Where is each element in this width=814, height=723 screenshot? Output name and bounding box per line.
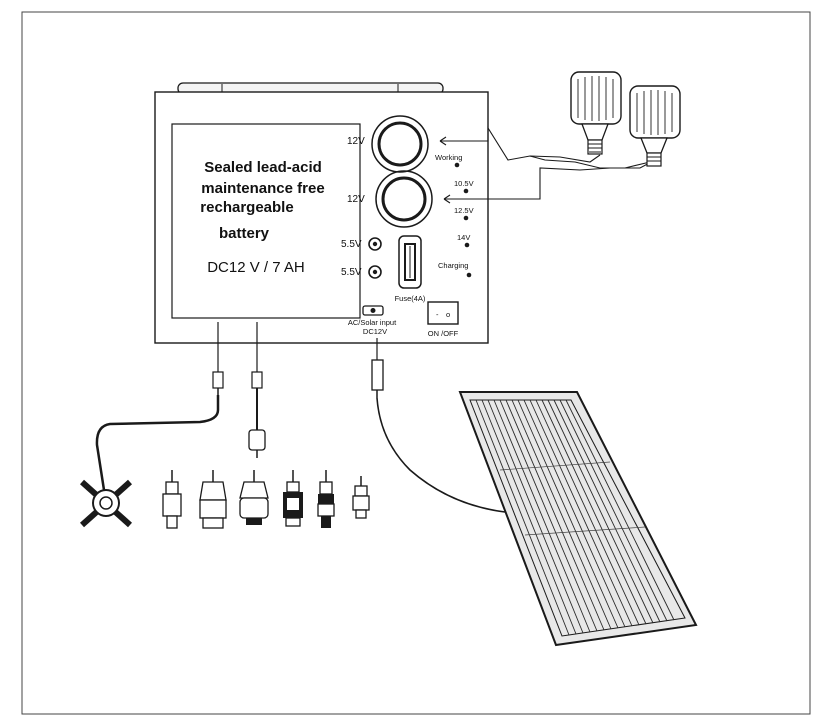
dc-jack-bottom[interactable] xyxy=(368,265,382,279)
charging-tip-icon xyxy=(283,470,303,527)
indicator-charging-label: Charging xyxy=(438,261,468,270)
indicator-10-5v-label: 10.5V xyxy=(454,179,474,188)
indicator-14v-led xyxy=(464,242,470,248)
input-jack[interactable] xyxy=(362,305,384,316)
solar-cable xyxy=(376,397,506,513)
indicator-charging-led xyxy=(466,272,472,278)
battery-label-line-3: rechargeable xyxy=(200,199,293,216)
led-bulb-icon xyxy=(570,71,622,155)
led-bulb-icon xyxy=(629,85,681,167)
multi-tip-adapter-icon xyxy=(79,479,133,528)
usb-top-label: 5.5V xyxy=(341,239,362,250)
dc-plug-icon xyxy=(248,371,266,458)
switch-on-mark: - xyxy=(436,310,439,319)
lamp-cables xyxy=(439,126,656,204)
indicator-12-5v-led xyxy=(463,215,469,221)
indicator-12-5v-label: 12.5V xyxy=(454,206,474,215)
dc-jack-top[interactable] xyxy=(368,237,382,251)
bottom-cables xyxy=(217,322,378,372)
charging-tip-icon xyxy=(352,476,370,519)
car-charger-cable xyxy=(95,395,220,491)
battery-label-line-2: maintenance free xyxy=(201,180,324,197)
battery-label-line-4: battery xyxy=(219,225,270,242)
solar-plug-icon xyxy=(371,359,384,398)
charging-tip-icon xyxy=(317,470,335,528)
socket-12v-bottom-label: 12V xyxy=(347,194,365,205)
power-switch[interactable]: - o xyxy=(427,301,459,325)
charging-tip-icon xyxy=(239,470,269,525)
indicator-working-label: Working xyxy=(435,153,462,162)
indicator-working-led xyxy=(454,162,460,168)
outer-frame xyxy=(21,11,811,715)
charging-tip-icon xyxy=(199,470,227,529)
socket-12v-top-label: 12V xyxy=(347,136,365,147)
indicator-10-5v-led xyxy=(463,188,469,194)
indicator-14v-label: 14V xyxy=(457,233,470,242)
battery-label-box xyxy=(171,123,361,319)
usb-bottom-label: 5.5V xyxy=(341,267,362,278)
solar-panel-icon xyxy=(458,391,698,647)
fuse-holder xyxy=(398,235,422,289)
input-label-line-1: AC/Solar input xyxy=(348,318,397,327)
battery-label-line-1: Sealed lead-acid xyxy=(204,159,322,176)
switch-off-mark: o xyxy=(446,310,450,319)
switch-label: ON /OFF xyxy=(428,329,459,338)
fuse-label: Fuse(4A) xyxy=(395,294,426,303)
input-label-line-2: DC12V xyxy=(363,327,387,336)
charging-tip-icon xyxy=(162,470,182,529)
socket-12v-bottom[interactable] xyxy=(375,170,433,228)
battery-spec: DC12 V / 7 AH xyxy=(207,259,305,276)
dc-plug-icon xyxy=(212,371,224,395)
